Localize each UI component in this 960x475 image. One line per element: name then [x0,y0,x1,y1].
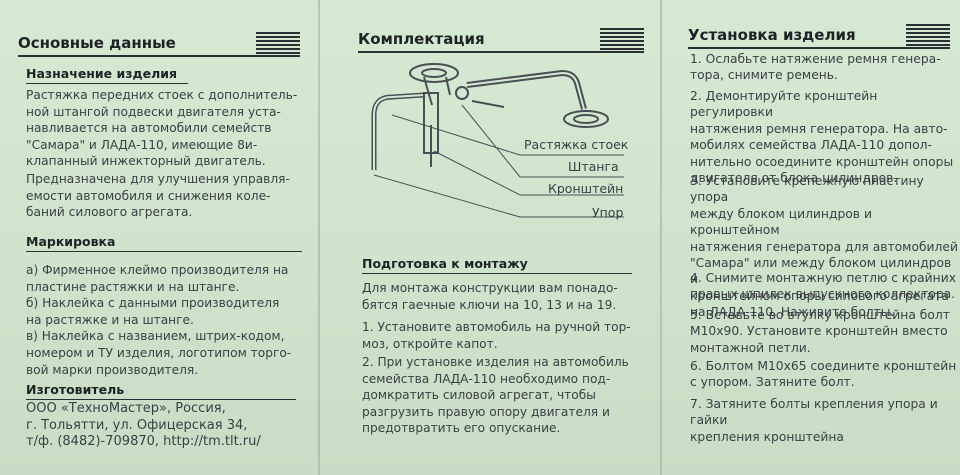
header-stripes-decoration [906,24,950,46]
header-stripes-decoration [256,32,300,54]
diagram-label-brace: Растяжка стоек [524,137,629,152]
subheading-purpose: Назначение изделия [26,66,188,84]
subheading-manufacturer: Изготовитель [26,382,296,400]
marking-item-b: б) Наклейка с данными производителя на р… [26,296,280,327]
stopper-plate [563,110,609,128]
installation-step-5: 5. Вставьте во втулку кронштейна болт М1… [690,308,950,355]
header-stripes-decoration [600,28,644,50]
section-header-installation: Установка изделия [688,24,950,49]
section-title: Комплектация [358,30,485,48]
plate-ring [409,63,459,83]
subheading-underline [362,272,632,274]
header-underline [688,47,950,49]
subheading-underline [26,250,302,252]
subheading-preparation: Подготовка к монтажу [362,256,632,274]
leader-line-brace [391,114,624,156]
installation-step-7: 7. Затяните болты крепления упора и гайк… [690,397,938,444]
product-diagram: Растяжка стоек Штанга Кронштейн Упор [352,55,642,235]
leader-line-rod [461,104,624,178]
header-underline [358,51,644,53]
fold-line [318,0,320,475]
subheading-text: Подготовка к монтажу [362,256,528,271]
diagram-label-stopper: Упор [592,205,624,220]
column-main-data: Основные данные Назначение изделия Растя… [18,0,302,475]
preparation-intro: Для монтажа конструкции вам понадо- бятс… [362,281,618,312]
leader-line-stopper [373,174,624,218]
subheading-underline [26,82,188,84]
installation-step-3: 3. Установите крепежную пластину упора м… [690,174,958,320]
installation-step-4: 4. Снимите монтажную петлю с крайних пра… [690,271,956,302]
installation-step-1: 1. Ослабьте натяжение ремня генера- тора… [690,52,941,83]
preparation-step-2: 2. При установке изделия на автомобиль с… [362,355,629,436]
subheading-text: Изготовитель [26,382,125,397]
subheading-marking: Маркировка [26,234,302,252]
subheading-underline [26,398,296,400]
installation-step-6: 6. Болтом М10х65 соедините кронштейн с у… [690,359,957,390]
strut-brace-tube [371,92,425,170]
section-title: Установка изделия [688,26,856,44]
diagram-label-bracket: Кронштейн [548,181,624,196]
header-underline [18,55,300,57]
purpose-paragraph-1: Растяжка передних стоек с дополнитель- н… [26,88,298,169]
marking-item-c: в) Наклейка с названием, штрих-кодом, но… [26,329,292,377]
subheading-text: Маркировка [26,234,116,249]
leader-line-bracket [433,150,624,196]
subheading-text: Назначение изделия [26,66,178,81]
preparation-step-1: 1. Установите автомобиль на ручной тор- … [362,320,631,351]
section-header-main-data: Основные данные [18,32,300,57]
strut-brace-drawing [371,63,624,218]
section-header-kit: Комплектация [358,28,644,53]
marking-item-a: а) Фирменное клеймо производителя на пла… [26,263,289,294]
section-title: Основные данные [18,34,176,52]
marking-list: а) Фирменное клеймо производителя на пла… [26,262,306,378]
purpose-paragraph-2: Предназначена для улучшения управля- емо… [26,172,290,220]
fold-line [660,0,662,475]
manufacturer-contacts: ООО «ТехноМастер», Россия, г. Тольятти, … [26,401,261,449]
installation-step-2: 2. Демонтируйте кронштейн регулировки на… [690,89,954,186]
diagram-label-rod: Штанга [568,159,619,174]
bushing [455,86,469,100]
